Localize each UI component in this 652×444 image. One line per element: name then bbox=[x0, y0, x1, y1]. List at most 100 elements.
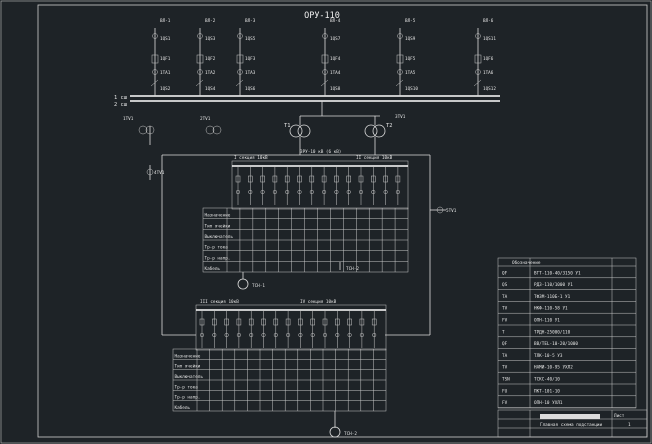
feeder-label: 1TA6 bbox=[483, 70, 494, 76]
feeder-label: 1QF2 bbox=[205, 56, 216, 62]
vt-label-4: 4TV1 bbox=[154, 170, 165, 176]
vt-label-3: 3TV1 bbox=[395, 114, 406, 120]
feeder-label: 1QS4 bbox=[205, 86, 216, 92]
lv-cell-lower bbox=[285, 310, 291, 348]
feeder-label: ВЛ-1 bbox=[160, 18, 171, 24]
lv-cell-upper bbox=[284, 166, 290, 205]
lv-cell-upper bbox=[260, 166, 265, 205]
feeder-label: 1QS7 bbox=[330, 36, 341, 42]
bus-1-label: 1 сш bbox=[114, 95, 127, 101]
lv-switchgear-lower: III секция 10кВ IV секция 10кВ Назначени… bbox=[162, 299, 430, 438]
lv-cell-lower bbox=[199, 310, 205, 348]
lower-section-1-label: III секция 10кВ bbox=[200, 299, 239, 305]
spec-code: QF bbox=[502, 341, 508, 347]
feeder-label: 1QF6 bbox=[483, 56, 494, 62]
spec-text: ВВ/TEL-10-20/1000 bbox=[534, 341, 578, 347]
lv-cell-lower bbox=[322, 310, 328, 348]
lv-cell-upper bbox=[309, 166, 315, 205]
lv-cells-upper-frame bbox=[231, 160, 409, 210]
transformer-t2-winding-b bbox=[372, 124, 386, 138]
transformer-area: T1 T2 1TV1 2TV1 3TV1 bbox=[123, 101, 406, 155]
tsn1-symbol bbox=[237, 278, 249, 290]
spec-header: Обозначение bbox=[512, 259, 541, 266]
feeder-label: 1QS1 bbox=[160, 36, 171, 42]
tsn1-label: ТСН-1 bbox=[252, 283, 265, 289]
lv-section-2-label: II секция 10кВ bbox=[356, 155, 393, 161]
spec-code: TSN bbox=[502, 377, 510, 383]
table-row-label: Тр-р тока bbox=[175, 384, 199, 390]
transformer-t1-winding-a bbox=[289, 124, 303, 138]
spec-text: ОПН-10 УХЛ1 bbox=[534, 400, 563, 406]
lv-cell-lower bbox=[236, 310, 242, 348]
lv-cell-lower bbox=[224, 310, 229, 348]
feeder-label: 1TA5 bbox=[405, 70, 416, 76]
spec-text: ТРДН-25000/110 bbox=[534, 329, 571, 335]
vt-label-5: 5TV1 bbox=[446, 208, 457, 214]
feeder-label: 1TA2 bbox=[205, 70, 216, 76]
feeder-label: 1QF4 bbox=[330, 56, 341, 62]
feeder-label: 1QS5 bbox=[245, 36, 256, 42]
spec-text: ВГТ-110-40/3150 У1 bbox=[534, 270, 581, 276]
lv-cell-upper bbox=[334, 166, 339, 205]
transformer-t2-label: T2 bbox=[386, 123, 393, 129]
table-row-label: Выключатель bbox=[205, 234, 234, 240]
table-row-label: Кабель bbox=[175, 404, 191, 411]
lv-cell-upper bbox=[297, 166, 302, 205]
spec-text: ТФЗМ-110Б-1 У1 bbox=[534, 294, 571, 300]
stamp-title: Главная схема подстанции bbox=[540, 422, 602, 428]
transformer-t1-winding-b bbox=[297, 124, 311, 138]
lv-cell-upper bbox=[272, 166, 278, 205]
feeder-label: ВЛ-5 bbox=[405, 18, 416, 24]
sheet-inner-frame bbox=[37, 4, 648, 438]
breaker-symbol bbox=[236, 54, 244, 64]
spec-code: TA bbox=[502, 353, 508, 359]
spec-text: НКФ-110-58 У1 bbox=[534, 306, 568, 312]
feeder-label: ВЛ-4 bbox=[330, 18, 341, 24]
feeder-label: 1TA3 bbox=[245, 70, 256, 76]
breaker-symbol bbox=[196, 54, 204, 64]
lv-cell-upper bbox=[248, 166, 253, 205]
breaker-symbol bbox=[321, 54, 329, 64]
lv-cell-lower bbox=[371, 310, 377, 348]
feeder-label: 1QF5 bbox=[405, 56, 416, 62]
lv-cell-lower bbox=[298, 310, 303, 348]
lv-cell-upper bbox=[358, 166, 364, 205]
breaker-symbol bbox=[396, 54, 404, 64]
spec-code: TA bbox=[502, 294, 508, 300]
lv-cell-lower bbox=[359, 310, 365, 348]
spec-code: QF bbox=[502, 270, 508, 276]
lv-cell-upper bbox=[321, 166, 327, 205]
transformer-t2-winding-a bbox=[364, 124, 378, 138]
transformer-t1-label: T1 bbox=[284, 123, 291, 129]
table-row-label: Выключатель bbox=[175, 374, 204, 380]
spec-text: ПКТ-101-10 bbox=[534, 388, 560, 394]
feeder-label: 1QS6 bbox=[245, 86, 256, 92]
lv-cells-lower-frame bbox=[195, 304, 387, 351]
spec-text: НАМИ-10-95 УХЛ2 bbox=[534, 365, 573, 371]
spec-code: FU bbox=[502, 388, 508, 394]
spec-code: QS bbox=[502, 282, 508, 288]
lv-cell-lower bbox=[248, 310, 254, 348]
feeder-label: 1QS11 bbox=[483, 36, 496, 42]
feeder-label: ВЛ-2 bbox=[205, 18, 216, 24]
feeder-label: 1QS10 bbox=[405, 86, 418, 92]
lv-cell-upper bbox=[346, 166, 351, 205]
lv-cell-lower bbox=[261, 310, 266, 348]
spec-code: TV bbox=[502, 306, 508, 312]
stamp-sheet-label: Лист bbox=[614, 413, 625, 419]
tsn2-upper-label: ТСН-2 bbox=[346, 266, 359, 272]
spec-code: FV bbox=[502, 400, 508, 406]
feeder-label: ВЛ-6 bbox=[483, 18, 494, 24]
lv-switchgear-upper: ЗРУ-10 кВ (6 кВ) I секция 10кВ II секция… bbox=[146, 149, 457, 335]
table-row-label: Тр-р напр. bbox=[175, 395, 201, 401]
spec-text: ТСКС-40/10 bbox=[534, 377, 560, 383]
table-row-label: Тр-р напр. bbox=[205, 255, 231, 261]
stamp-title-bar bbox=[540, 414, 600, 419]
bus-2-label: 2 сш bbox=[114, 102, 127, 108]
